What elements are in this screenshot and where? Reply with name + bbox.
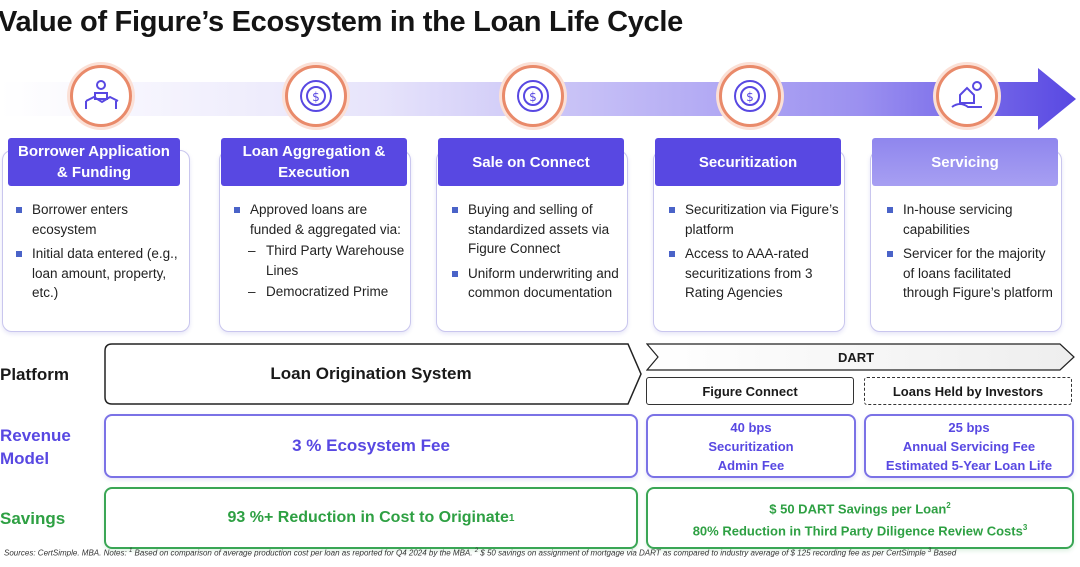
los-label: Loan Origination System — [270, 364, 472, 383]
list-item: Borrower enters ecosystem — [14, 200, 186, 239]
loans-held-box: Loans Held by Investors — [864, 377, 1072, 405]
los-arrow-box — [104, 343, 642, 405]
list-item: Initial data entered (e.g., loan amount,… — [14, 244, 186, 303]
dart-label: DART — [837, 349, 875, 365]
stage-bullets-securitization: Securitization via Figure’s platform Acc… — [667, 200, 843, 303]
svg-text:$: $ — [746, 90, 754, 104]
row-label-revenue: Revenue Model — [0, 426, 71, 468]
coin-target-icon: $ — [502, 65, 564, 127]
list-item: Uniform underwriting and common document… — [450, 264, 626, 303]
dart-savings-box: $ 50 DART Savings per Loan2 80% Reductio… — [646, 487, 1074, 549]
stage-heading-borrower: Borrower Application & Funding — [8, 138, 180, 186]
stage-bullets-sale: Buying and selling of standardized asset… — [450, 200, 626, 303]
stage-heading-servicing: Servicing — [872, 138, 1058, 186]
footnote: Sources: CertSimple. MBA. Notes: 1 Based… — [4, 548, 957, 558]
stage-heading-aggregation: Loan Aggregation & Execution — [221, 138, 407, 186]
figure-connect-box: Figure Connect — [646, 377, 854, 405]
ecosystem-fee-box: 3 % Ecosystem Fee — [104, 414, 638, 478]
hand-house-icon — [936, 65, 998, 127]
list-item: Securitization via Figure’s platform — [667, 200, 843, 239]
list-item: Buying and selling of standardized asset… — [450, 200, 626, 259]
list-item: Approved loans are funded & aggregated v… — [232, 200, 408, 302]
sub-list-item: Third Party Warehouse Lines — [232, 241, 408, 280]
dart-chevron — [646, 343, 1075, 371]
svg-text:$: $ — [312, 90, 320, 104]
sub-list-item: Democratized Prime — [232, 282, 408, 302]
handshake-icon — [70, 65, 132, 127]
securitization-fee-box: 40 bps Securitization Admin Fee — [646, 414, 856, 478]
stage-bullets-aggregation: Approved loans are funded & aggregated v… — [232, 200, 408, 302]
stage-bullets-borrower: Borrower enters ecosystem Initial data e… — [14, 200, 186, 303]
row-label-savings: Savings — [0, 509, 66, 528]
stage-heading-securitization: Securitization — [655, 138, 841, 186]
sub-bullet-list: Third Party Warehouse Lines Democratized… — [232, 241, 408, 302]
list-item: Servicer for the majority of loans facil… — [885, 244, 1057, 303]
coin-target-icon: $ — [285, 65, 347, 127]
list-item: In-house servicing capabilities — [885, 200, 1057, 239]
list-item: Access to AAA-rated securitizations from… — [667, 244, 843, 303]
stage-heading-sale: Sale on Connect — [438, 138, 624, 186]
svg-text:$: $ — [529, 90, 537, 104]
coin-target-icon: $ — [719, 65, 781, 127]
stage-bullets-servicing: In-house servicing capabilities Servicer… — [885, 200, 1057, 303]
page-title: Value of Figure’s Ecosystem in the Loan … — [0, 6, 683, 38]
row-label-platform: Platform — [0, 365, 69, 384]
servicing-fee-box: 25 bps Annual Servicing Fee Estimated 5-… — [864, 414, 1074, 478]
